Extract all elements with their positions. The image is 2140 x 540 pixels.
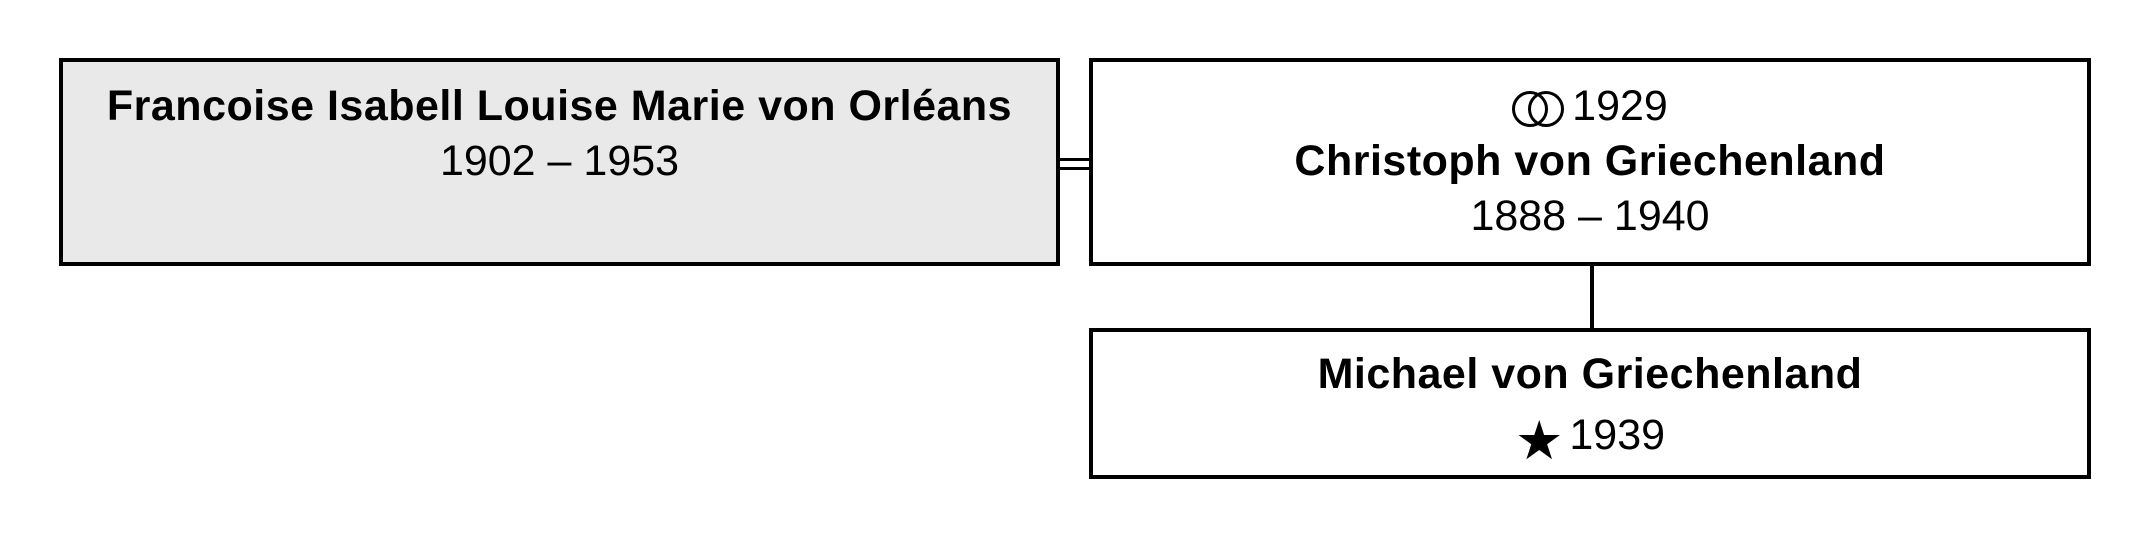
- person-dates: 1888 – 1940: [1470, 192, 1710, 240]
- person-name: Christoph von Griechenland: [1294, 137, 1886, 185]
- birth-line: ★1939: [1093, 408, 2087, 472]
- birth-year: 1939: [1569, 411, 1666, 459]
- person-box-michael[interactable]: Michael von Griechenland ★1939: [1089, 328, 2091, 479]
- marriage-connector-line: [1060, 158, 1089, 161]
- marriage-year: 1929: [1572, 82, 1668, 130]
- person-box-christoph[interactable]: 1929 Christoph von Griechenland 1888 – 1…: [1089, 58, 2091, 266]
- person-name: Francoise Isabell Louise Marie von Orléa…: [106, 82, 1013, 130]
- person-name: Michael von Griechenland: [1317, 350, 1863, 398]
- child-connector-line: [1590, 266, 1594, 328]
- marriage-line: 1929: [1093, 79, 2087, 134]
- person-dates: 1902 – 1953: [439, 137, 680, 185]
- marriage-connector-line: [1060, 167, 1089, 170]
- person-box-francoise[interactable]: Francoise Isabell Louise Marie von Orléa…: [59, 58, 1060, 266]
- star-icon: ★: [1514, 409, 1564, 472]
- wedding-rings-icon: [1512, 91, 1565, 127]
